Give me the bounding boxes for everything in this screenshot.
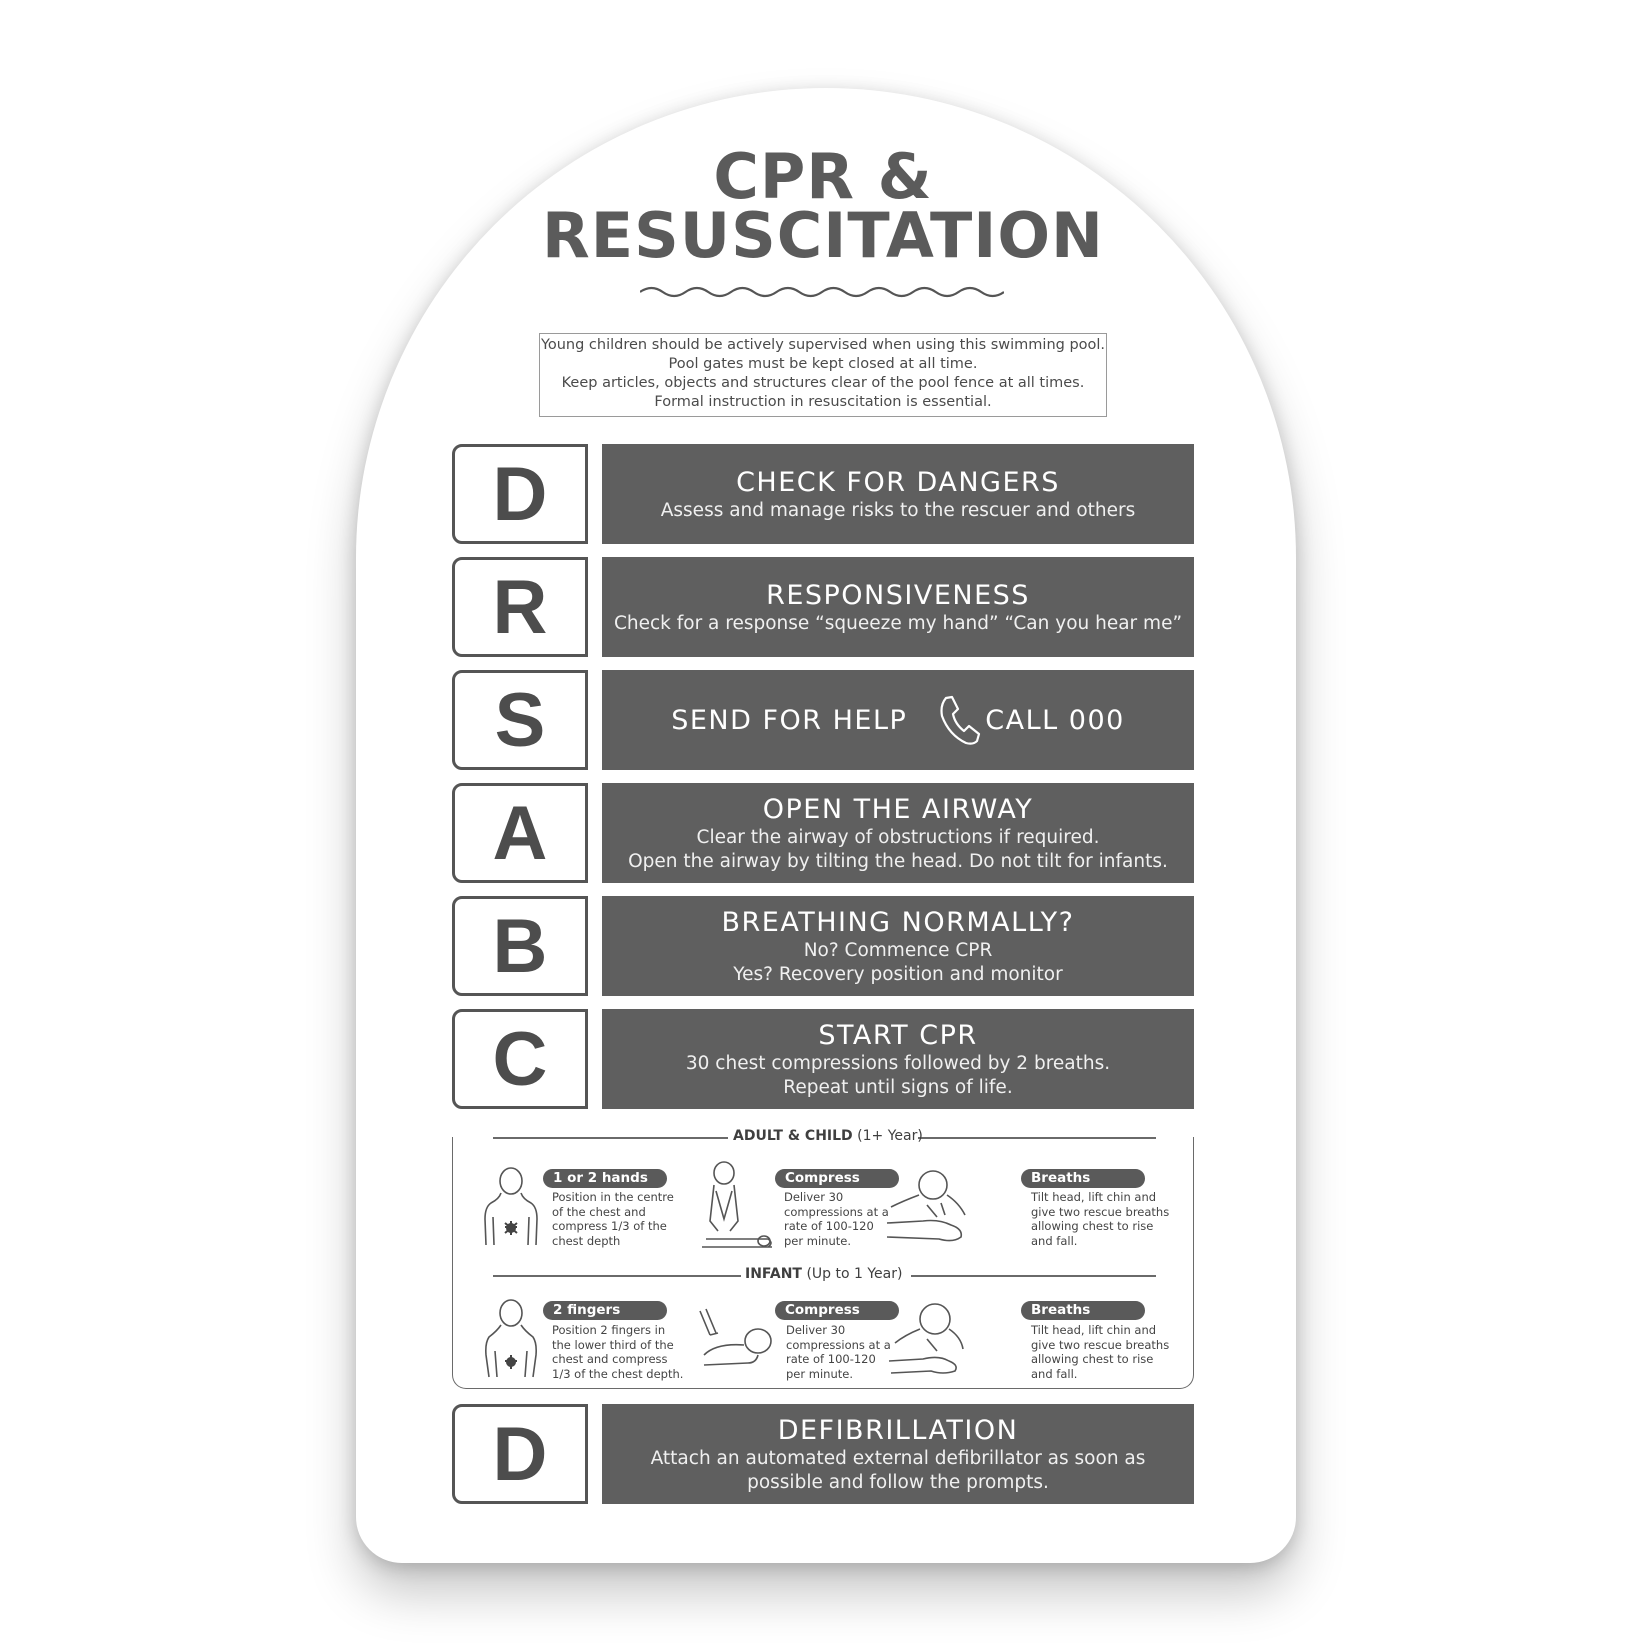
step-text: Assess and manage risks to the rescuer a… — [660, 499, 1136, 521]
infant-compress-icon — [699, 1308, 772, 1366]
title-line-1: CPR & — [713, 140, 933, 213]
infant-breaths-icon — [888, 1303, 964, 1374]
step-letter: A — [452, 783, 588, 883]
adult-label-age: (1+ Year) — [857, 1128, 923, 1144]
step-heading: CHECK FOR DANGERS — [736, 466, 1060, 498]
step-letter: B — [452, 896, 588, 996]
hand-position-icon — [484, 1167, 538, 1246]
step-bar: OPEN THE AIRWAY Clear the airway of obst… — [602, 783, 1194, 883]
hands-pill: 1 or 2 hands — [543, 1169, 667, 1188]
infant-label-age: (Up to 1 Year) — [806, 1266, 903, 1282]
step-letter: D — [452, 444, 588, 544]
infant-compress-description: Deliver 30 compressions at a rate of 100… — [786, 1323, 891, 1381]
two-fingers-icon — [485, 1299, 537, 1378]
step-text: 30 chest compressions followed by 2 brea… — [685, 1052, 1111, 1074]
step-letter: S — [452, 670, 588, 770]
step-bar: SEND FOR HELP CALL 000 — [602, 670, 1194, 770]
breaths-icon — [886, 1170, 966, 1242]
step-heading: OPEN THE AIRWAY — [762, 793, 1034, 825]
step-letter: D — [452, 1404, 588, 1504]
infant-breaths-description: Tilt head, lift chin and give two rescue… — [1031, 1323, 1170, 1381]
title-line-2: RESUSCITATION — [542, 199, 1104, 272]
step-airway: A OPEN THE AIRWAY Clear the airway of ob… — [452, 783, 1194, 883]
infant-breaths-pill: Breaths — [1021, 1301, 1145, 1320]
step-bar: CHECK FOR DANGERS Assess and manage risk… — [602, 444, 1194, 544]
step-defibrillation: D DEFIBRILLATION Attach an automated ext… — [452, 1404, 1194, 1504]
step-bar: RESPONSIVENESS Check for a response “squ… — [602, 557, 1194, 657]
adult-label-bold: ADULT & CHILD — [733, 1128, 853, 1144]
infant-compress-pill: Compress — [775, 1301, 899, 1320]
notice-line: Keep articles, objects and structures cl… — [561, 375, 1085, 391]
step-responsiveness: R RESPONSIVENESS Check for a response “s… — [452, 557, 1194, 657]
divider-line — [493, 1137, 728, 1139]
step-dangers: D CHECK FOR DANGERS Assess and manage ri… — [452, 444, 1194, 544]
infant-section-label: INFANT (Up to 1 Year) — [745, 1266, 902, 1282]
call-number: CALL 000 — [985, 704, 1125, 736]
step-bar: START CPR 30 chest compressions followed… — [602, 1009, 1194, 1109]
step-text: No? Commence CPR — [803, 939, 993, 961]
notice-line: Pool gates must be kept closed at all ti… — [668, 356, 978, 372]
step-heading: RESPONSIVENESS — [766, 579, 1030, 611]
step-text: Open the airway by tilting the head. Do … — [628, 850, 1168, 872]
cpr-instructions: ADULT & CHILD (1+ Year) 1 or 2 hands Pos… — [452, 1128, 1194, 1389]
step-bar: DEFIBRILLATION Attach an automated exter… — [602, 1404, 1194, 1504]
step-heading: BREATHING NORMALLY? — [721, 906, 1075, 938]
divider-line — [911, 1275, 1156, 1277]
step-send-for-help: S SEND FOR HELP CALL 000 — [452, 670, 1194, 770]
fingers-description: Position 2 fingers in the lower third of… — [552, 1323, 684, 1381]
adult-section-label: ADULT & CHILD (1+ Year) — [733, 1128, 923, 1144]
divider-line — [493, 1275, 741, 1277]
step-text: Yes? Recovery position and monitor — [733, 963, 1063, 985]
breaths-pill: Breaths — [1021, 1169, 1145, 1188]
step-text: Clear the airway of obstructions if requ… — [696, 826, 1100, 848]
compress-icon — [702, 1161, 772, 1248]
notice-line: Young children should be actively superv… — [540, 337, 1106, 353]
notice-line: Formal instruction in resuscitation is e… — [654, 394, 992, 410]
hands-description: Position in the centre of the chest and … — [552, 1190, 674, 1248]
step-text: Check for a response “squeeze my hand” “… — [613, 612, 1183, 634]
infant-label-bold: INFANT — [745, 1266, 802, 1282]
step-bar: BREATHING NORMALLY? No? Commence CPR Yes… — [602, 896, 1194, 996]
compress-description: Deliver 30 compressions at a rate of 100… — [784, 1190, 889, 1248]
step-letter: C — [452, 1009, 588, 1109]
step-text: possible and follow the prompts. — [747, 1471, 1049, 1493]
phone-icon — [940, 695, 981, 745]
step-letter: R — [452, 557, 588, 657]
safety-notice: Young children should be actively superv… — [539, 333, 1107, 417]
step-text: Attach an automated external defibrillat… — [650, 1447, 1146, 1469]
step-heading: START CPR — [818, 1019, 978, 1051]
divider-line — [918, 1137, 1156, 1139]
fingers-pill: 2 fingers — [543, 1301, 667, 1320]
compress-pill: Compress — [775, 1169, 899, 1188]
step-breathing: B BREATHING NORMALLY? No? Commence CPR Y… — [452, 896, 1194, 996]
breaths-description: Tilt head, lift chin and give two rescue… — [1031, 1190, 1170, 1248]
step-heading: DEFIBRILLATION — [777, 1414, 1019, 1446]
step-heading: SEND FOR HELP — [671, 704, 908, 736]
wave-divider — [640, 286, 1004, 298]
step-start-cpr: C START CPR 30 chest compressions follow… — [452, 1009, 1194, 1109]
step-text: Repeat until signs of life. — [783, 1076, 1013, 1098]
